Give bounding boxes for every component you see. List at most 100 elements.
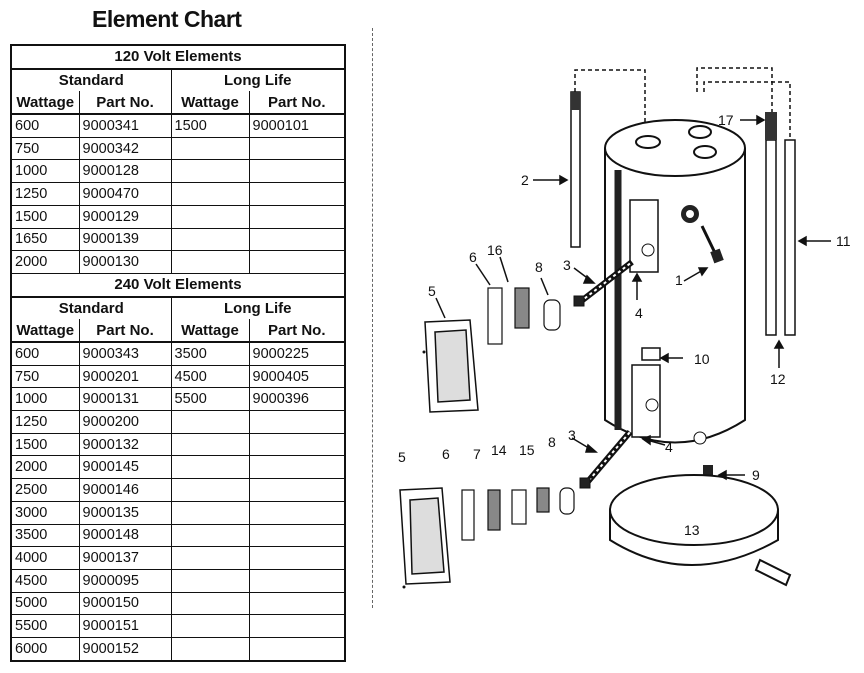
callout-label-6: 6 [469,249,477,265]
partno-cell: 9000132 [78,432,172,457]
wattage-cell [170,227,250,252]
partno-cell [248,614,346,638]
partno-cell: 9000145 [78,455,172,480]
upper-gasket [543,299,561,331]
section-heading: 240 Volt Elements [10,272,346,298]
wattage-cell [170,636,250,662]
partno-cell: 9000135 [78,500,172,525]
wattage-cell: 5000 [10,591,80,616]
callout-label-2: 2 [521,172,529,188]
wattage-cell [170,546,250,570]
wattage-cell [170,410,250,434]
partno-cell [248,136,346,161]
callout-label-14: 14 [491,442,507,458]
wattage-cell: 2000 [10,455,80,480]
partno-cell [248,455,346,480]
partno-cell: 9000405 [248,364,346,389]
callout-label-5: 5 [398,449,406,465]
partno-cell [248,182,346,206]
callout-label-3: 3 [563,257,571,273]
partno-cell [248,523,346,548]
partno-cell: 9000131 [78,387,172,412]
arrow-16 [499,256,509,283]
partno-cell: 9000342 [78,136,172,161]
wattage-cell [170,432,250,457]
callout-label-8: 8 [548,434,556,450]
upper-insulation [487,287,503,345]
wattage-cell: 4000 [10,546,80,570]
callout-label-16: 16 [487,242,503,258]
wattage-cell: 1500 [10,432,80,457]
wattage-cell: 6000 [10,636,80,662]
wattage-cell [170,250,250,274]
wattage-cell: 600 [10,113,80,138]
wattage-cell [170,500,250,525]
callout-label-10: 10 [694,351,710,367]
callout-label-4: 4 [635,305,643,321]
lower-thermostat [645,398,659,412]
col-header-wattage: Wattage [170,319,250,343]
arrow-8a [540,277,549,296]
upper-access-opening [629,199,659,273]
partno-cell [248,250,346,274]
upper-thermostat-part [514,287,530,329]
wattage-cell: 1000 [10,159,80,184]
callout-label-6: 6 [442,446,450,462]
wattage-cell: 3500 [10,523,80,548]
partno-cell [248,546,346,570]
wattage-cell: 2000 [10,250,80,274]
wattage-cell: 600 [10,341,80,366]
wattage-cell [170,523,250,548]
chart-title: Element Chart [92,6,242,32]
section-heading: 120 Volt Elements [10,44,346,70]
callout-label-8: 8 [535,259,543,275]
lower-insulation [461,489,475,541]
callout-label-17: 17 [718,112,734,128]
col-header-partno: Part No. [78,319,172,343]
wattage-cell: 1500 [10,204,80,229]
arrow-5a [435,297,446,319]
partno-cell: 9000470 [78,182,172,206]
drain-pan [609,474,792,587]
wattage-cell: 4500 [10,568,80,593]
callout-label-7: 7 [473,446,481,462]
lower-gasket [559,487,575,515]
partno-cell [248,204,346,229]
callout-label-1: 1 [675,272,683,288]
col-header-partno: Part No. [78,91,172,116]
partno-cell: 9000200 [78,410,172,434]
group-longlife-header: Long Life [170,296,346,320]
partno-cell [248,636,346,662]
wattage-cell [170,159,250,184]
relief-valve [700,225,718,256]
upper-thermostat [641,243,655,257]
connector-line-cold [574,69,646,130]
partno-cell: 9000201 [78,364,172,389]
wattage-cell [170,591,250,616]
upper-element [573,259,634,307]
callout-label-12: 12 [770,371,786,387]
partno-cell: 9000128 [78,159,172,184]
connector-line-anode [703,81,791,140]
wattage-cell [170,614,250,638]
drain-port [693,431,707,445]
section-heading-row: 120 Volt Elements [10,44,346,70]
partno-cell: 9000152 [78,636,172,662]
wattage-cell: 750 [10,136,80,161]
group-longlife-header: Long Life [170,68,346,92]
lower-element [579,430,633,489]
